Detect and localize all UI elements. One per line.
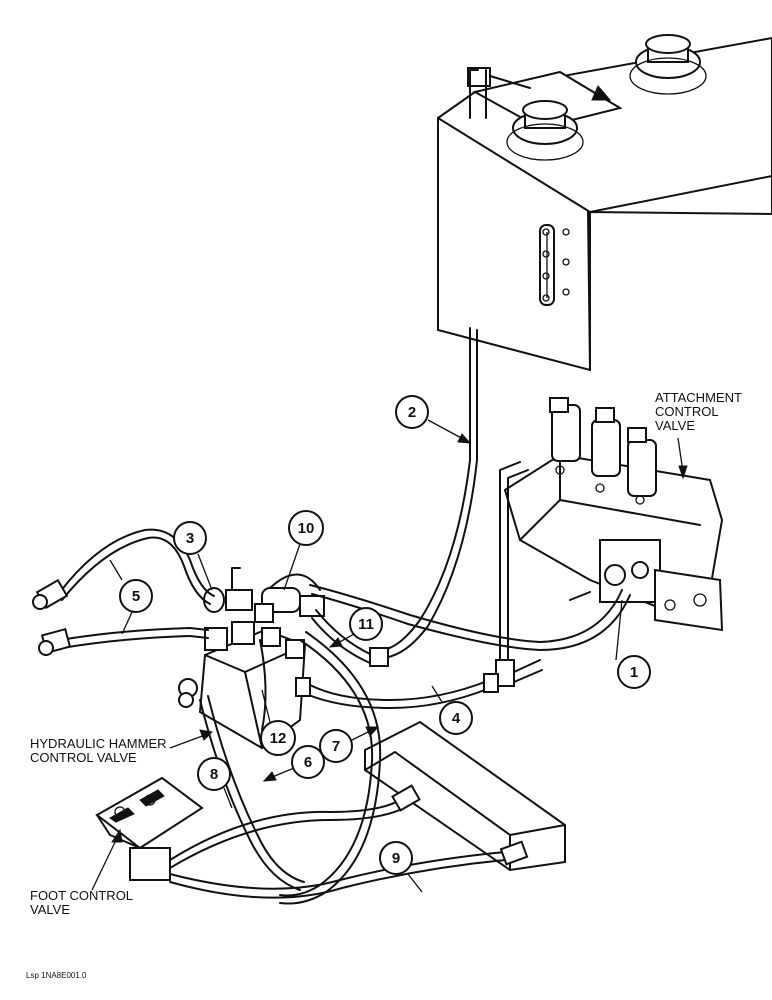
callout-6 (291, 745, 325, 779)
foot-valve-arrow (111, 828, 123, 843)
callout-6-label: 6 (304, 754, 312, 771)
callout-10-label: 10 (298, 520, 315, 537)
callout-2-label: 2 (408, 404, 416, 421)
hammer-control-valve (178, 567, 325, 750)
foot-valve-label-line1: FOOT CONTROL (30, 888, 133, 903)
callout-8-label: 8 (210, 766, 218, 783)
callout-10 (288, 510, 324, 546)
foot-valve-label-line2: VALVE (30, 902, 70, 917)
attachment-valve-label-line2: CONTROL (655, 404, 719, 419)
hammer-valve-label-line2: CONTROL VALVE (30, 750, 137, 765)
callout-9 (379, 841, 413, 875)
callout-12 (260, 720, 296, 756)
callout-1-label: 1 (630, 664, 638, 681)
callout-1 (617, 655, 651, 689)
callout-7 (319, 729, 353, 763)
callout-4-label: 4 (452, 710, 461, 727)
attachment-valve-arrow (678, 465, 688, 480)
hammer-valve-label-line1: HYDRAULIC HAMMER (30, 736, 167, 751)
attachment-control-valve (503, 397, 724, 632)
callout-3-label: 3 (186, 530, 194, 547)
attachment-valve-label-line3: VALVE (655, 418, 695, 433)
callout-4 (439, 701, 473, 735)
callout-8 (197, 757, 231, 791)
hoses (32, 69, 631, 905)
tank-cap-left (506, 100, 584, 161)
foot-valve-leader (91, 835, 119, 891)
hydraulic-tank (437, 34, 772, 372)
foot-control-valve (95, 776, 204, 881)
callout-3 (173, 521, 207, 555)
figure-reference: Lsp 1NA8E001.0 (26, 971, 87, 980)
callout-11-label: 11 (358, 616, 374, 633)
callout-5-label: 5 (132, 588, 140, 605)
callouts: 1 2 3 4 5 6 7 8 9 (109, 395, 651, 893)
callout-12-label: 12 (270, 730, 287, 747)
tank-cap-right (629, 34, 707, 95)
callout-7-label: 7 (332, 738, 340, 755)
attachment-valve-label-line1: ATTACHMENT (655, 390, 742, 405)
callout-2 (395, 395, 429, 429)
hammer-valve-leader (169, 734, 206, 749)
callout-5 (119, 579, 153, 613)
callout-11 (349, 607, 383, 641)
callout-9-label: 9 (392, 850, 400, 867)
